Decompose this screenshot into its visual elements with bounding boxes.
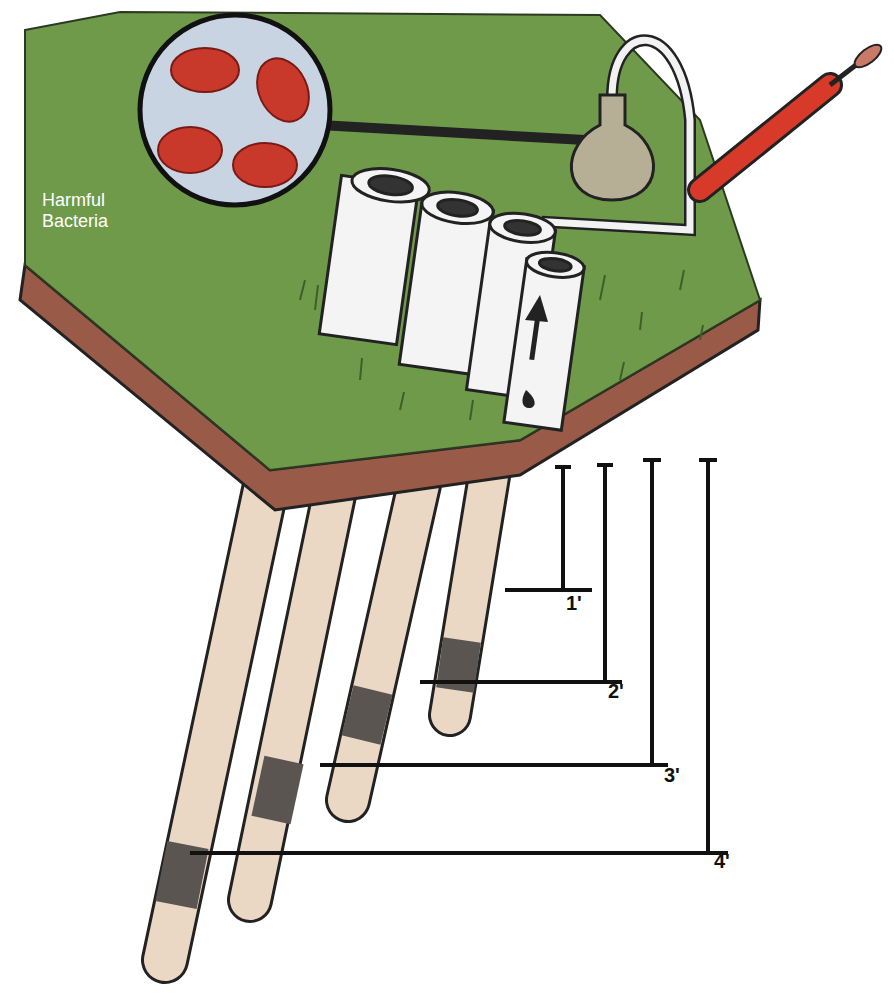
hose-inner [548, 40, 690, 260]
flask [571, 95, 653, 200]
callout-label: Harmful Bacteria [42, 190, 132, 231]
pump-body [700, 85, 830, 190]
dimension-label: 2' [608, 680, 638, 703]
magnifier-circle [140, 15, 330, 205]
dimension-label: 3' [664, 764, 694, 787]
dimension-label: 1' [566, 592, 596, 615]
hose [548, 40, 690, 260]
magnifier-leader [320, 125, 585, 140]
bacteria [158, 48, 319, 187]
pump-grip [851, 41, 885, 72]
sample-tubes [319, 164, 585, 430]
depth-dimensions [190, 460, 728, 853]
pump-body-fill [700, 85, 830, 190]
grass-top [25, 12, 760, 470]
dimension-label: 4' [714, 850, 744, 873]
depth-tubes [165, 470, 490, 960]
flow-arrow [522, 295, 548, 408]
